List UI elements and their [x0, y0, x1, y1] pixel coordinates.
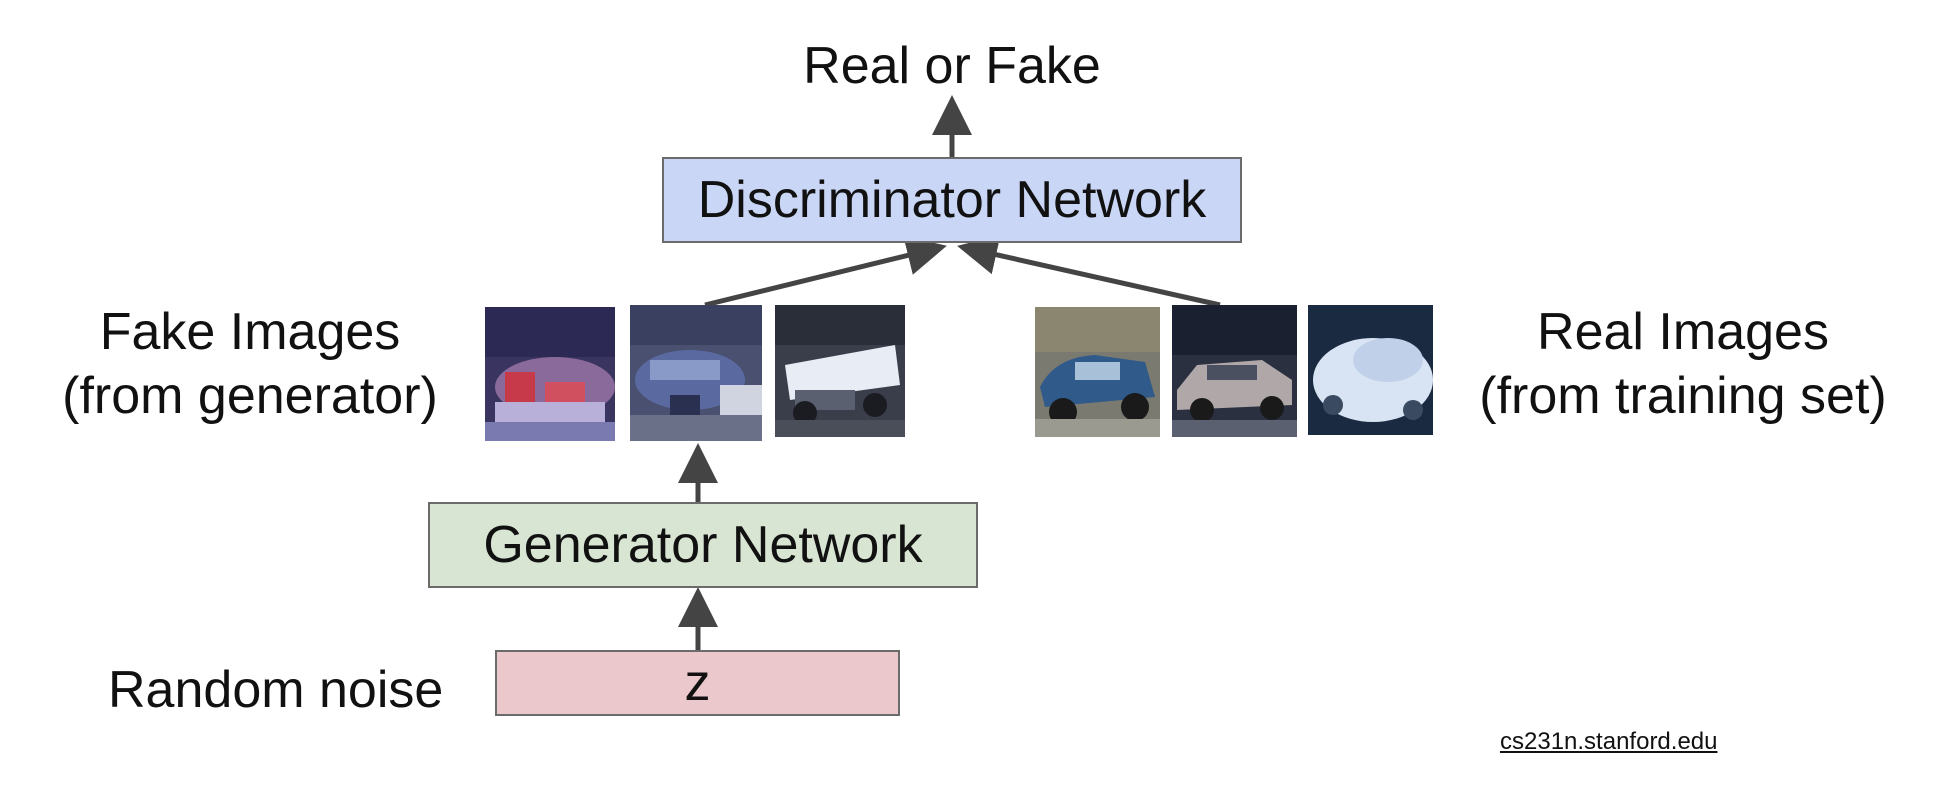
- noise-z-box: z: [495, 650, 900, 716]
- random-noise-label: Random noise: [108, 661, 444, 719]
- real-image-1: [1035, 307, 1160, 437]
- credit-link[interactable]: cs231n.stanford.edu: [1500, 728, 1718, 755]
- noise-z-label: z: [684, 654, 711, 712]
- fake-image-3: [775, 305, 905, 437]
- generator-label: Generator Network: [483, 516, 923, 574]
- real-image-3: [1308, 305, 1433, 435]
- discriminator-label: Discriminator Network: [697, 171, 1207, 229]
- fake-images-label: Fake Images (from generator): [40, 300, 460, 428]
- fake-image-2: [630, 305, 762, 441]
- fake-image-1: [485, 307, 615, 441]
- fake-images-line1: Fake Images: [99, 303, 401, 361]
- real-image-2: [1172, 305, 1297, 437]
- real-images-line1: Real Images: [1537, 303, 1829, 361]
- real-images-line2: (from training set): [1479, 367, 1887, 425]
- generator-box: Generator Network: [428, 502, 978, 588]
- real-images-label: Real Images (from training set): [1448, 300, 1918, 428]
- arrow-fake-to-discriminator: [704, 235, 947, 308]
- fake-images-line2: (from generator): [62, 367, 438, 425]
- discriminator-box: Discriminator Network: [662, 157, 1242, 243]
- arrow-real-to-discriminator: [957, 235, 1221, 308]
- output-label: Real or Fake: [803, 37, 1101, 95]
